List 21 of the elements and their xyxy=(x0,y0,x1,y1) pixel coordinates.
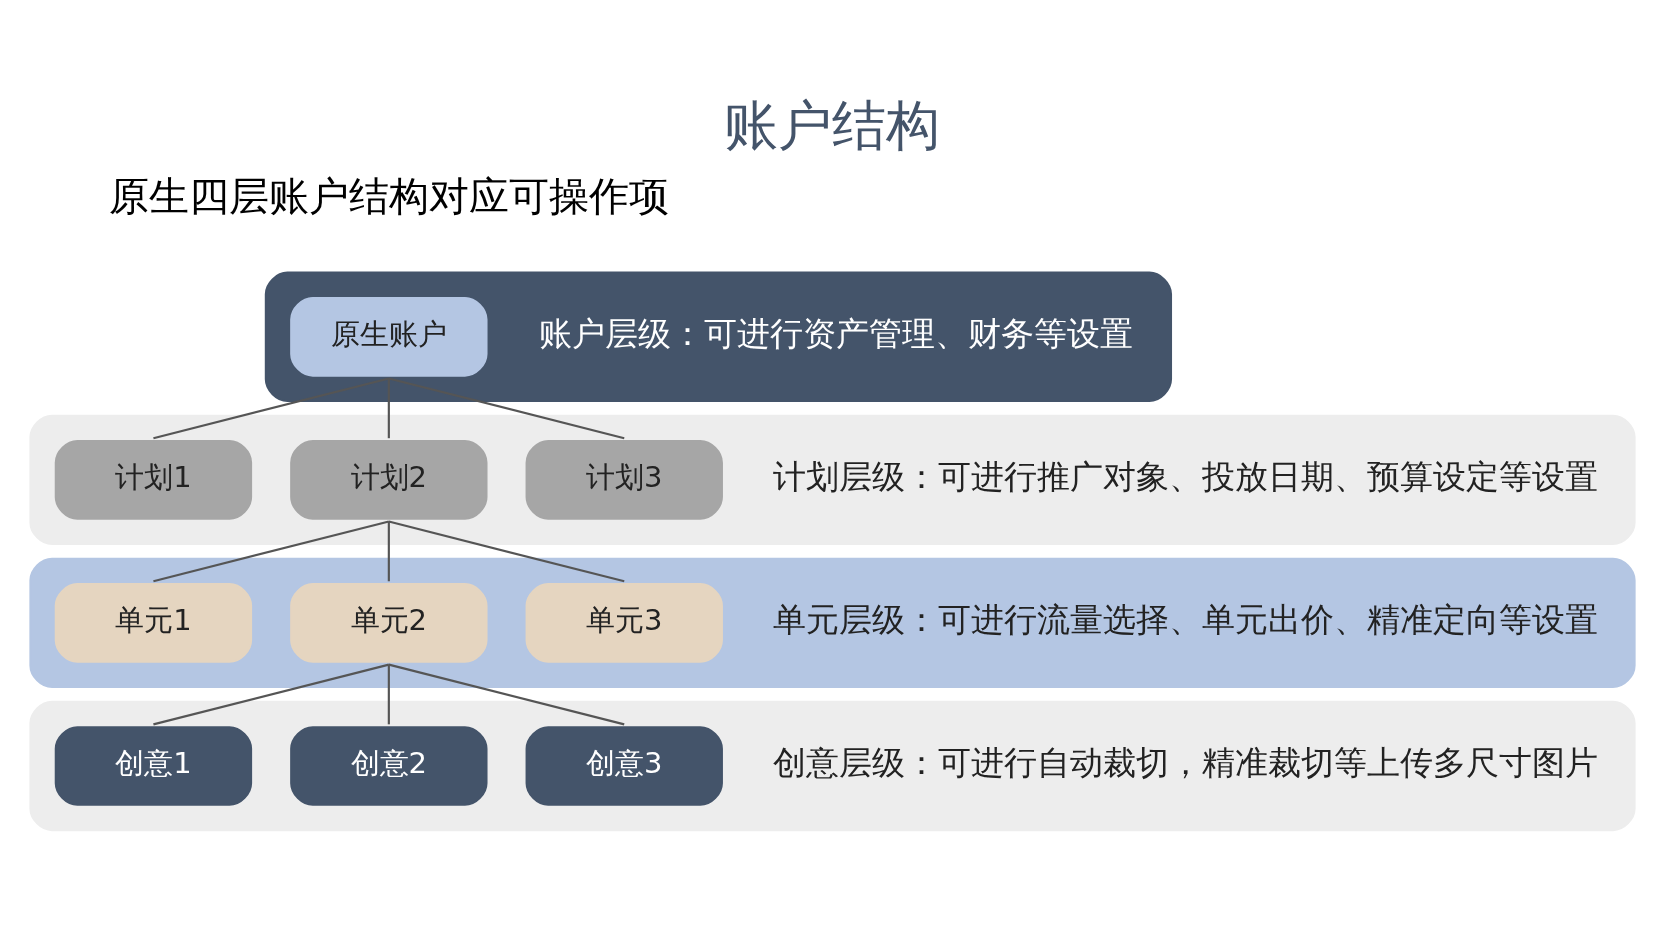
connector xyxy=(153,376,390,439)
connector xyxy=(387,521,390,581)
connector xyxy=(388,376,625,439)
connector xyxy=(153,663,390,725)
node-box: 创意1 xyxy=(54,725,253,806)
connector xyxy=(387,664,390,724)
node-box: 单元3 xyxy=(525,582,723,663)
label: 原生四层账户结构对应可操作项 xyxy=(108,172,669,219)
connector xyxy=(388,519,625,582)
node-box: 计划1 xyxy=(54,439,253,520)
connector xyxy=(153,519,390,582)
node-box: 单元2 xyxy=(290,582,488,663)
node-box: 计划3 xyxy=(525,439,723,520)
node-box: 原生账户 xyxy=(290,296,488,377)
diagram-title: 账户结构 xyxy=(724,93,941,157)
connector xyxy=(388,663,625,725)
connector xyxy=(387,377,390,438)
node-box: 计划2 xyxy=(290,439,488,520)
node-box: 创意3 xyxy=(525,725,723,806)
node-box: 单元1 xyxy=(54,582,253,663)
node-box: 创意2 xyxy=(290,725,488,806)
